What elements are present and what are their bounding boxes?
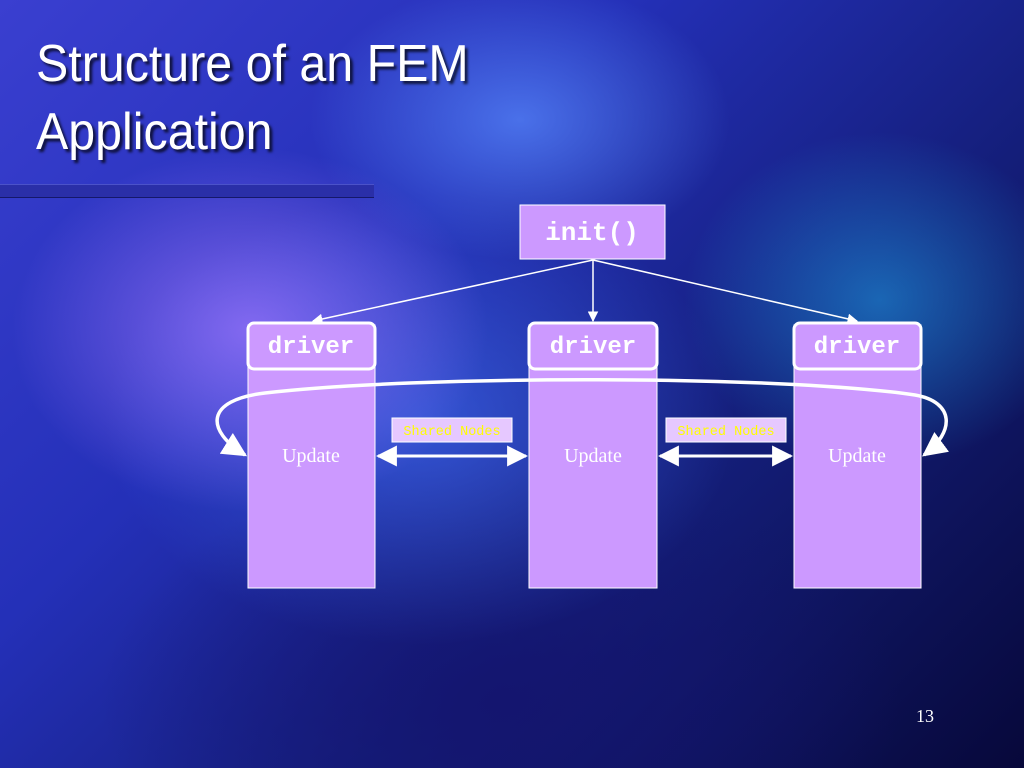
driver-header-box [527,321,659,371]
shared-nodes-label-text: Shared Nodes [677,425,774,440]
arrow-init-to-driver-right [592,259,859,324]
driver-update-label: Update [564,445,622,467]
init-label: init() [545,218,639,248]
driver-column-right: driver Update [792,321,923,589]
slide-title-line-2: Application [36,103,273,161]
wraparound-update-arrow [215,378,950,457]
page-number: 13 [916,706,934,726]
shared-nodes-label-left: Shared Nodes [391,417,513,443]
driver-header-label: driver [550,334,636,361]
title-underline-bar [0,184,374,198]
shared-nodes-label-text: Shared Nodes [403,425,500,440]
shared-nodes-label-box [391,417,513,443]
init-box [519,204,666,260]
shared-nodes-label-right: Shared Nodes [665,417,787,443]
driver-header-label: driver [814,334,900,361]
driver-update-label: Update [282,445,340,467]
slide-title-line-1: Structure of an FEM [36,35,469,93]
driver-header-box [246,321,377,371]
arrow-init-to-driver-left [311,259,594,325]
driver-column-left: driver Update [246,321,377,589]
init-node: init() [519,204,666,260]
driver-header-label: driver [268,334,354,361]
shared-nodes-label-box [665,417,787,443]
init-to-driver-arrows [311,259,859,325]
driver-column-middle: driver Update [527,321,659,589]
driver-update-label: Update [828,445,886,467]
driver-header-box [792,321,923,371]
slide-title: Structure of an FEM Application [36,30,594,166]
